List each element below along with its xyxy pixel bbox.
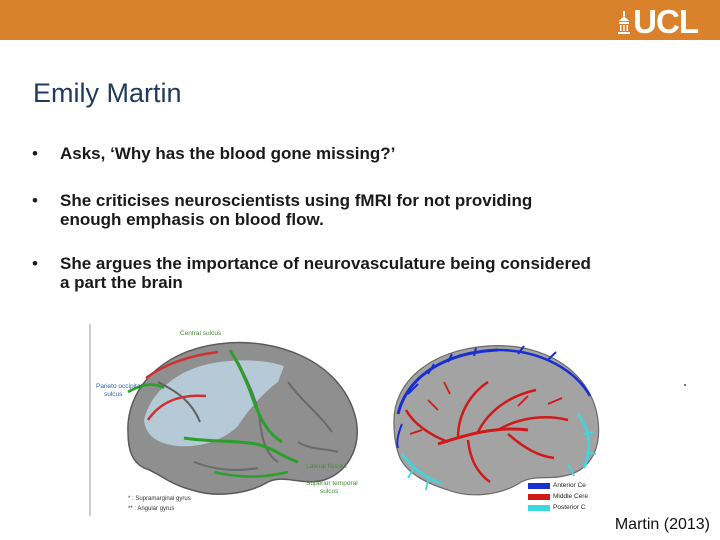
bullet-glyph: • bbox=[32, 191, 38, 210]
legend-label: Anterior Ce bbox=[553, 482, 586, 489]
bullet-item: • Asks, ‘Why has the blood gone missing?… bbox=[32, 144, 712, 163]
label-parieto-occipital: Parieto occipital bbox=[96, 383, 142, 390]
neurovasculature-figure bbox=[378, 334, 604, 512]
label-lateral-fissure: Lateral fissure bbox=[306, 463, 347, 470]
slide-title: Emily Martin bbox=[33, 78, 182, 108]
bullet-list: • Asks, ‘Why has the blood gone missing?… bbox=[32, 144, 712, 292]
legend-swatch bbox=[528, 482, 550, 489]
bullet-text: She argues the importance of neurovascul… bbox=[60, 254, 591, 273]
ucl-logo: UCL bbox=[617, 3, 699, 40]
legend-angular: ** : Angular gyrus bbox=[128, 506, 174, 512]
citation: Martin (2013) bbox=[614, 516, 710, 533]
logo-text: UCL bbox=[633, 3, 699, 40]
bullet-item: • She criticises neuroscientists using f… bbox=[32, 191, 712, 229]
legend-label: Posterior C bbox=[553, 504, 586, 511]
bullet-text: Asks, ‘Why has the blood gone missing?’ bbox=[60, 144, 396, 163]
legend-entry: Middle Cere bbox=[528, 491, 608, 502]
legend-swatch bbox=[528, 504, 550, 511]
header-bar: UCL bbox=[0, 0, 720, 40]
legend-entry: Posterior C bbox=[528, 502, 608, 513]
legend-swatch bbox=[528, 493, 550, 500]
bullet-text-continued: a part the brain bbox=[60, 273, 183, 292]
bullet-item: • She argues the importance of neurovasc… bbox=[32, 254, 712, 292]
label-temporal-sulcus: sulcus bbox=[320, 488, 339, 495]
bullet-glyph: • bbox=[32, 254, 38, 273]
bullet-glyph: • bbox=[32, 144, 38, 163]
stray-dot bbox=[684, 384, 686, 386]
legend-supramarginal: * : Supramarginal gyrus bbox=[128, 496, 191, 502]
brain-sulci-figure: Central sulcus Parieto occipital sulcus … bbox=[88, 322, 370, 518]
label-superior-temporal: Superior temporal bbox=[306, 480, 358, 487]
portico-icon bbox=[618, 11, 631, 34]
legend-label: Middle Cere bbox=[553, 493, 589, 500]
label-parieto-sulcus: sulcus bbox=[104, 391, 123, 398]
bullet-text-continued: enough emphasis on blood flow. bbox=[60, 210, 324, 229]
label-central-sulcus: Central sulcus bbox=[180, 330, 222, 337]
vascular-legend: Anterior Ce Middle Cere Posterior C bbox=[528, 480, 608, 513]
bullet-text: She criticises neuroscientists using fMR… bbox=[60, 191, 533, 210]
legend-entry: Anterior Ce bbox=[528, 480, 608, 491]
